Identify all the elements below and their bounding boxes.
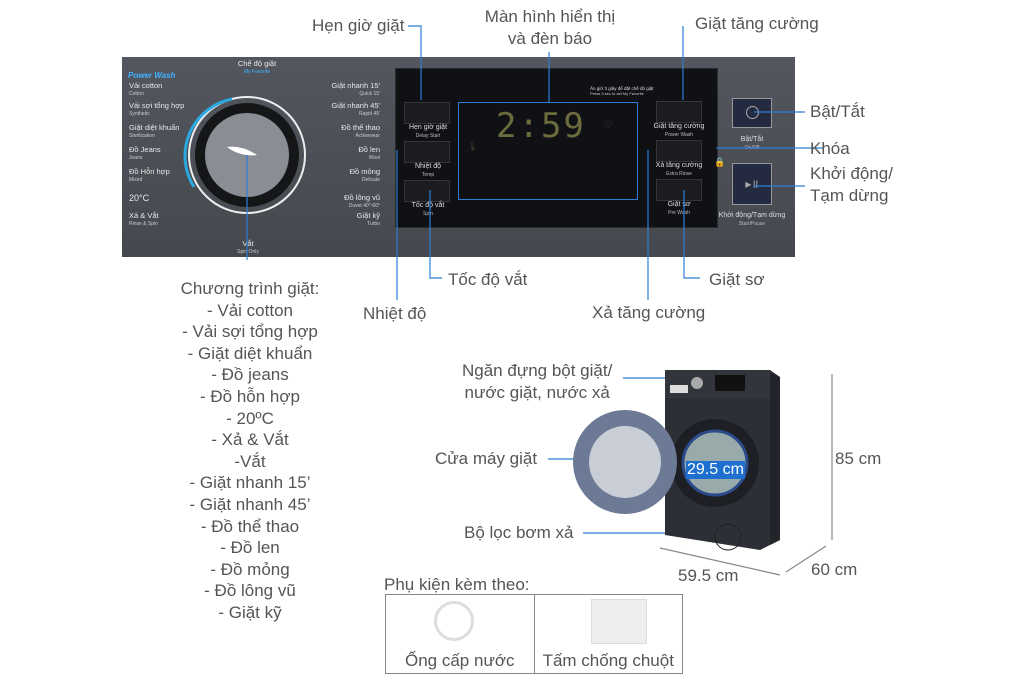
accessories-box: Ống cấp nước Tấm chống chuột: [385, 594, 683, 674]
callout-prewash: Giặt sơ: [709, 270, 765, 289]
program-list-item: - Vải cotton: [207, 300, 293, 320]
accessory-water-hose: Ống cấp nước: [386, 595, 535, 673]
hose-icon: [434, 601, 474, 641]
program-list-item: - Xả & Vắt: [211, 430, 289, 450]
program-list-item: - Đồ jeans: [211, 365, 289, 385]
program-list-item: - Đồ thể thao: [200, 516, 300, 536]
power-button[interactable]: [732, 98, 772, 128]
play-pause-icon: ▸॥: [745, 177, 759, 191]
callout-power: Bật/Tắt: [810, 102, 865, 121]
callout-detergent: Ngăn đựng bột giặt/nước giặt, nước xả: [462, 361, 613, 402]
program-list-title: Chương trình giặt:: [180, 279, 320, 298]
child-lock-icon: 🔒: [714, 157, 726, 167]
program-list-item: - Giặt nhanh 15’: [189, 473, 311, 493]
program-list: Chương trình giặt: - Vải cotton- Vải sợi…: [150, 278, 350, 624]
panel-button-left[interactable]: [404, 180, 450, 202]
program-list-item: - Giặt nhanh 45’: [189, 494, 311, 514]
width-dimension: 59.5 cm: [678, 566, 739, 585]
temperature-icon: 🌡: [467, 141, 479, 151]
depth-dimension: 60 cm: [811, 560, 858, 579]
callout-spin: Tốc độ vắt: [448, 270, 528, 289]
program-list-item: - Đồ hỗn hợp: [200, 386, 300, 406]
lcd-display: [458, 102, 638, 200]
callout-door: Cửa máy giặt: [435, 449, 538, 468]
panel-button-right[interactable]: [656, 101, 702, 123]
callout-extra-rinse: Xả tăng cường: [592, 303, 706, 322]
start-pause-button[interactable]: ▸॥: [732, 163, 772, 205]
panel-button-right[interactable]: [656, 179, 702, 201]
program-list-item: - Giặt kỹ: [218, 602, 282, 622]
program-list-item: - Đồ lông vũ: [204, 581, 296, 601]
callout-delay-start: Hẹn giờ giặt: [312, 16, 405, 35]
plate-icon: [590, 599, 647, 644]
program-option[interactable]: Giặt nhanh 15'Quick 15': [331, 81, 380, 98]
program-list-item: - Giặt diệt khuẩn: [187, 343, 313, 363]
callout-temp: Nhiệt độ: [363, 304, 427, 323]
program-list-item: - Đồ len: [220, 538, 280, 558]
accessory-rat-guard: Tấm chống chuột: [535, 595, 683, 673]
power-wash-logo: Power Wash: [128, 71, 176, 80]
heart-icon: ♡: [604, 120, 613, 131]
height-dimension: 85 cm: [835, 449, 882, 468]
accessory-label: Tấm chống chuột: [542, 651, 674, 670]
program-list-item: - 20ºC: [226, 408, 274, 428]
program-option[interactable]: Giặt nhanh 45'Rapid 45': [331, 101, 380, 118]
door-diameter-label: 29.5 cm: [686, 461, 745, 479]
panel-button-right[interactable]: [656, 140, 702, 162]
callout-start-pause: Khởi động/Tạm dừng: [810, 164, 893, 205]
callout-filter: Bộ lọc bơm xả: [464, 523, 574, 542]
accessory-label: Ống cấp nước: [405, 651, 515, 670]
program-list-item: - Vải sợi tổng hợp: [182, 322, 318, 342]
panel-button-left[interactable]: [404, 102, 450, 124]
accessories-title: Phụ kiện kèm theo:: [384, 575, 530, 594]
display-time: 2:59: [496, 106, 586, 146]
panel-button-left[interactable]: [404, 141, 450, 163]
program-list-item: - Đồ mỏng: [210, 559, 290, 579]
program-list-item: -Vắt: [234, 451, 266, 471]
callout-lock: Khóa: [810, 139, 850, 158]
callout-power-wash: Giặt tăng cường: [695, 14, 819, 33]
program-option[interactable]: 20°C: [129, 193, 150, 203]
